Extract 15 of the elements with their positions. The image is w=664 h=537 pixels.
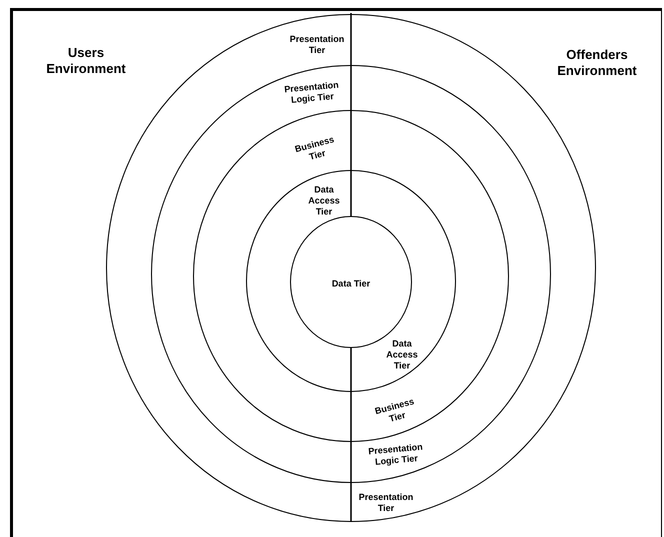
tier-label: Data Tier (330, 278, 372, 290)
environment-label: Users Environment (45, 45, 127, 77)
core-circle (290, 216, 412, 348)
tier-label: Presentation Logic Tier (282, 79, 340, 107)
tier-label: Presentation Tier (358, 492, 414, 514)
tier-label: Data Access Tier (385, 338, 419, 372)
environment-label: Offenders Environment (556, 47, 638, 79)
tier-ring (193, 110, 509, 442)
tier-label: Business Tier (372, 395, 416, 426)
tier-ring (246, 170, 456, 392)
tier-label: Data Access Tier (307, 184, 341, 218)
tier-ring (151, 65, 551, 483)
tier-label: Presentation Logic Tier (366, 441, 424, 469)
tier-label: Presentation Tier (288, 34, 346, 56)
tier-label: Business Tier (292, 133, 336, 164)
